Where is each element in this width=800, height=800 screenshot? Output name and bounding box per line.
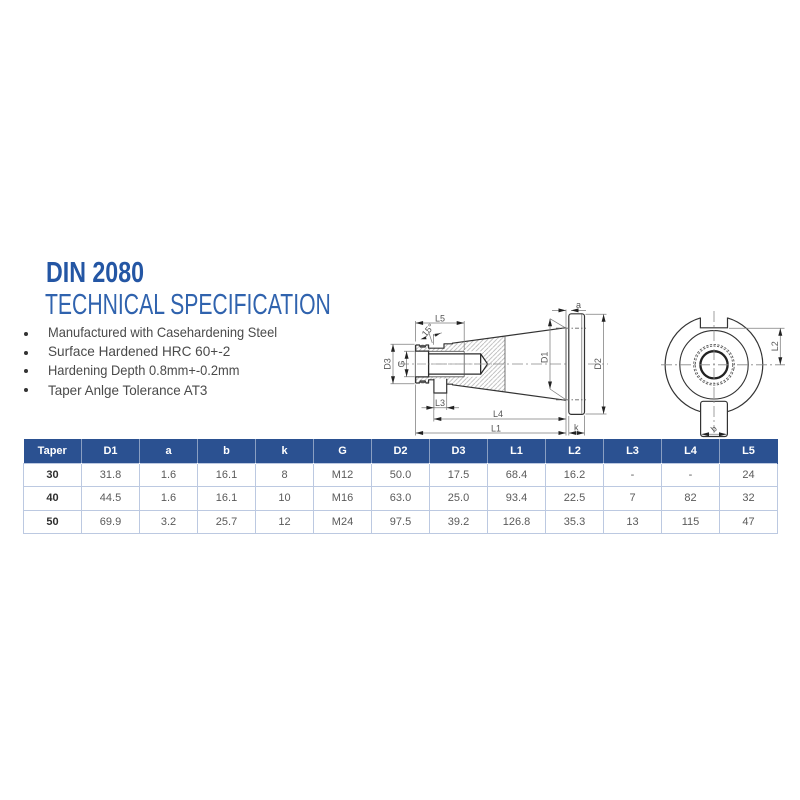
svg-text:L4: L4 — [493, 409, 503, 419]
svg-text:L1: L1 — [491, 423, 501, 433]
svg-text:L3: L3 — [435, 398, 445, 408]
svg-text:G: G — [397, 360, 407, 367]
svg-text:a: a — [576, 300, 581, 310]
svg-text:L2: L2 — [770, 341, 780, 351]
svg-text:L5: L5 — [435, 313, 445, 323]
svg-text:D1: D1 — [539, 352, 549, 364]
svg-text:D3: D3 — [383, 358, 393, 370]
svg-text:k: k — [574, 422, 579, 432]
svg-text:D2: D2 — [593, 358, 603, 370]
svg-text:b: b — [709, 423, 719, 434]
